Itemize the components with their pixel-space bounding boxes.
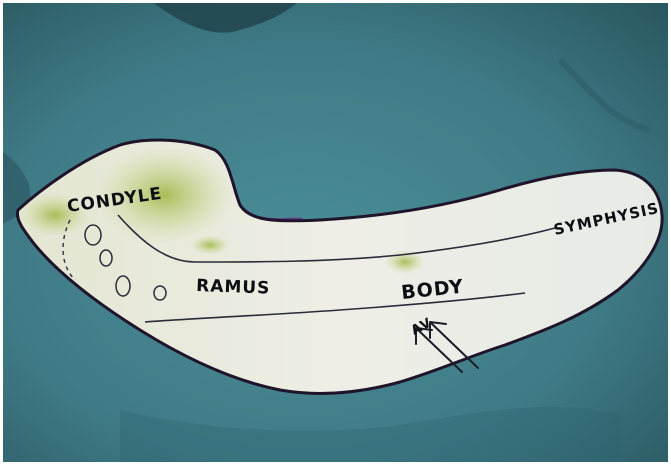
label-ramus: RAMUS — [196, 276, 271, 299]
green-stain-ramus — [190, 235, 230, 255]
green-stain-body — [385, 250, 425, 274]
